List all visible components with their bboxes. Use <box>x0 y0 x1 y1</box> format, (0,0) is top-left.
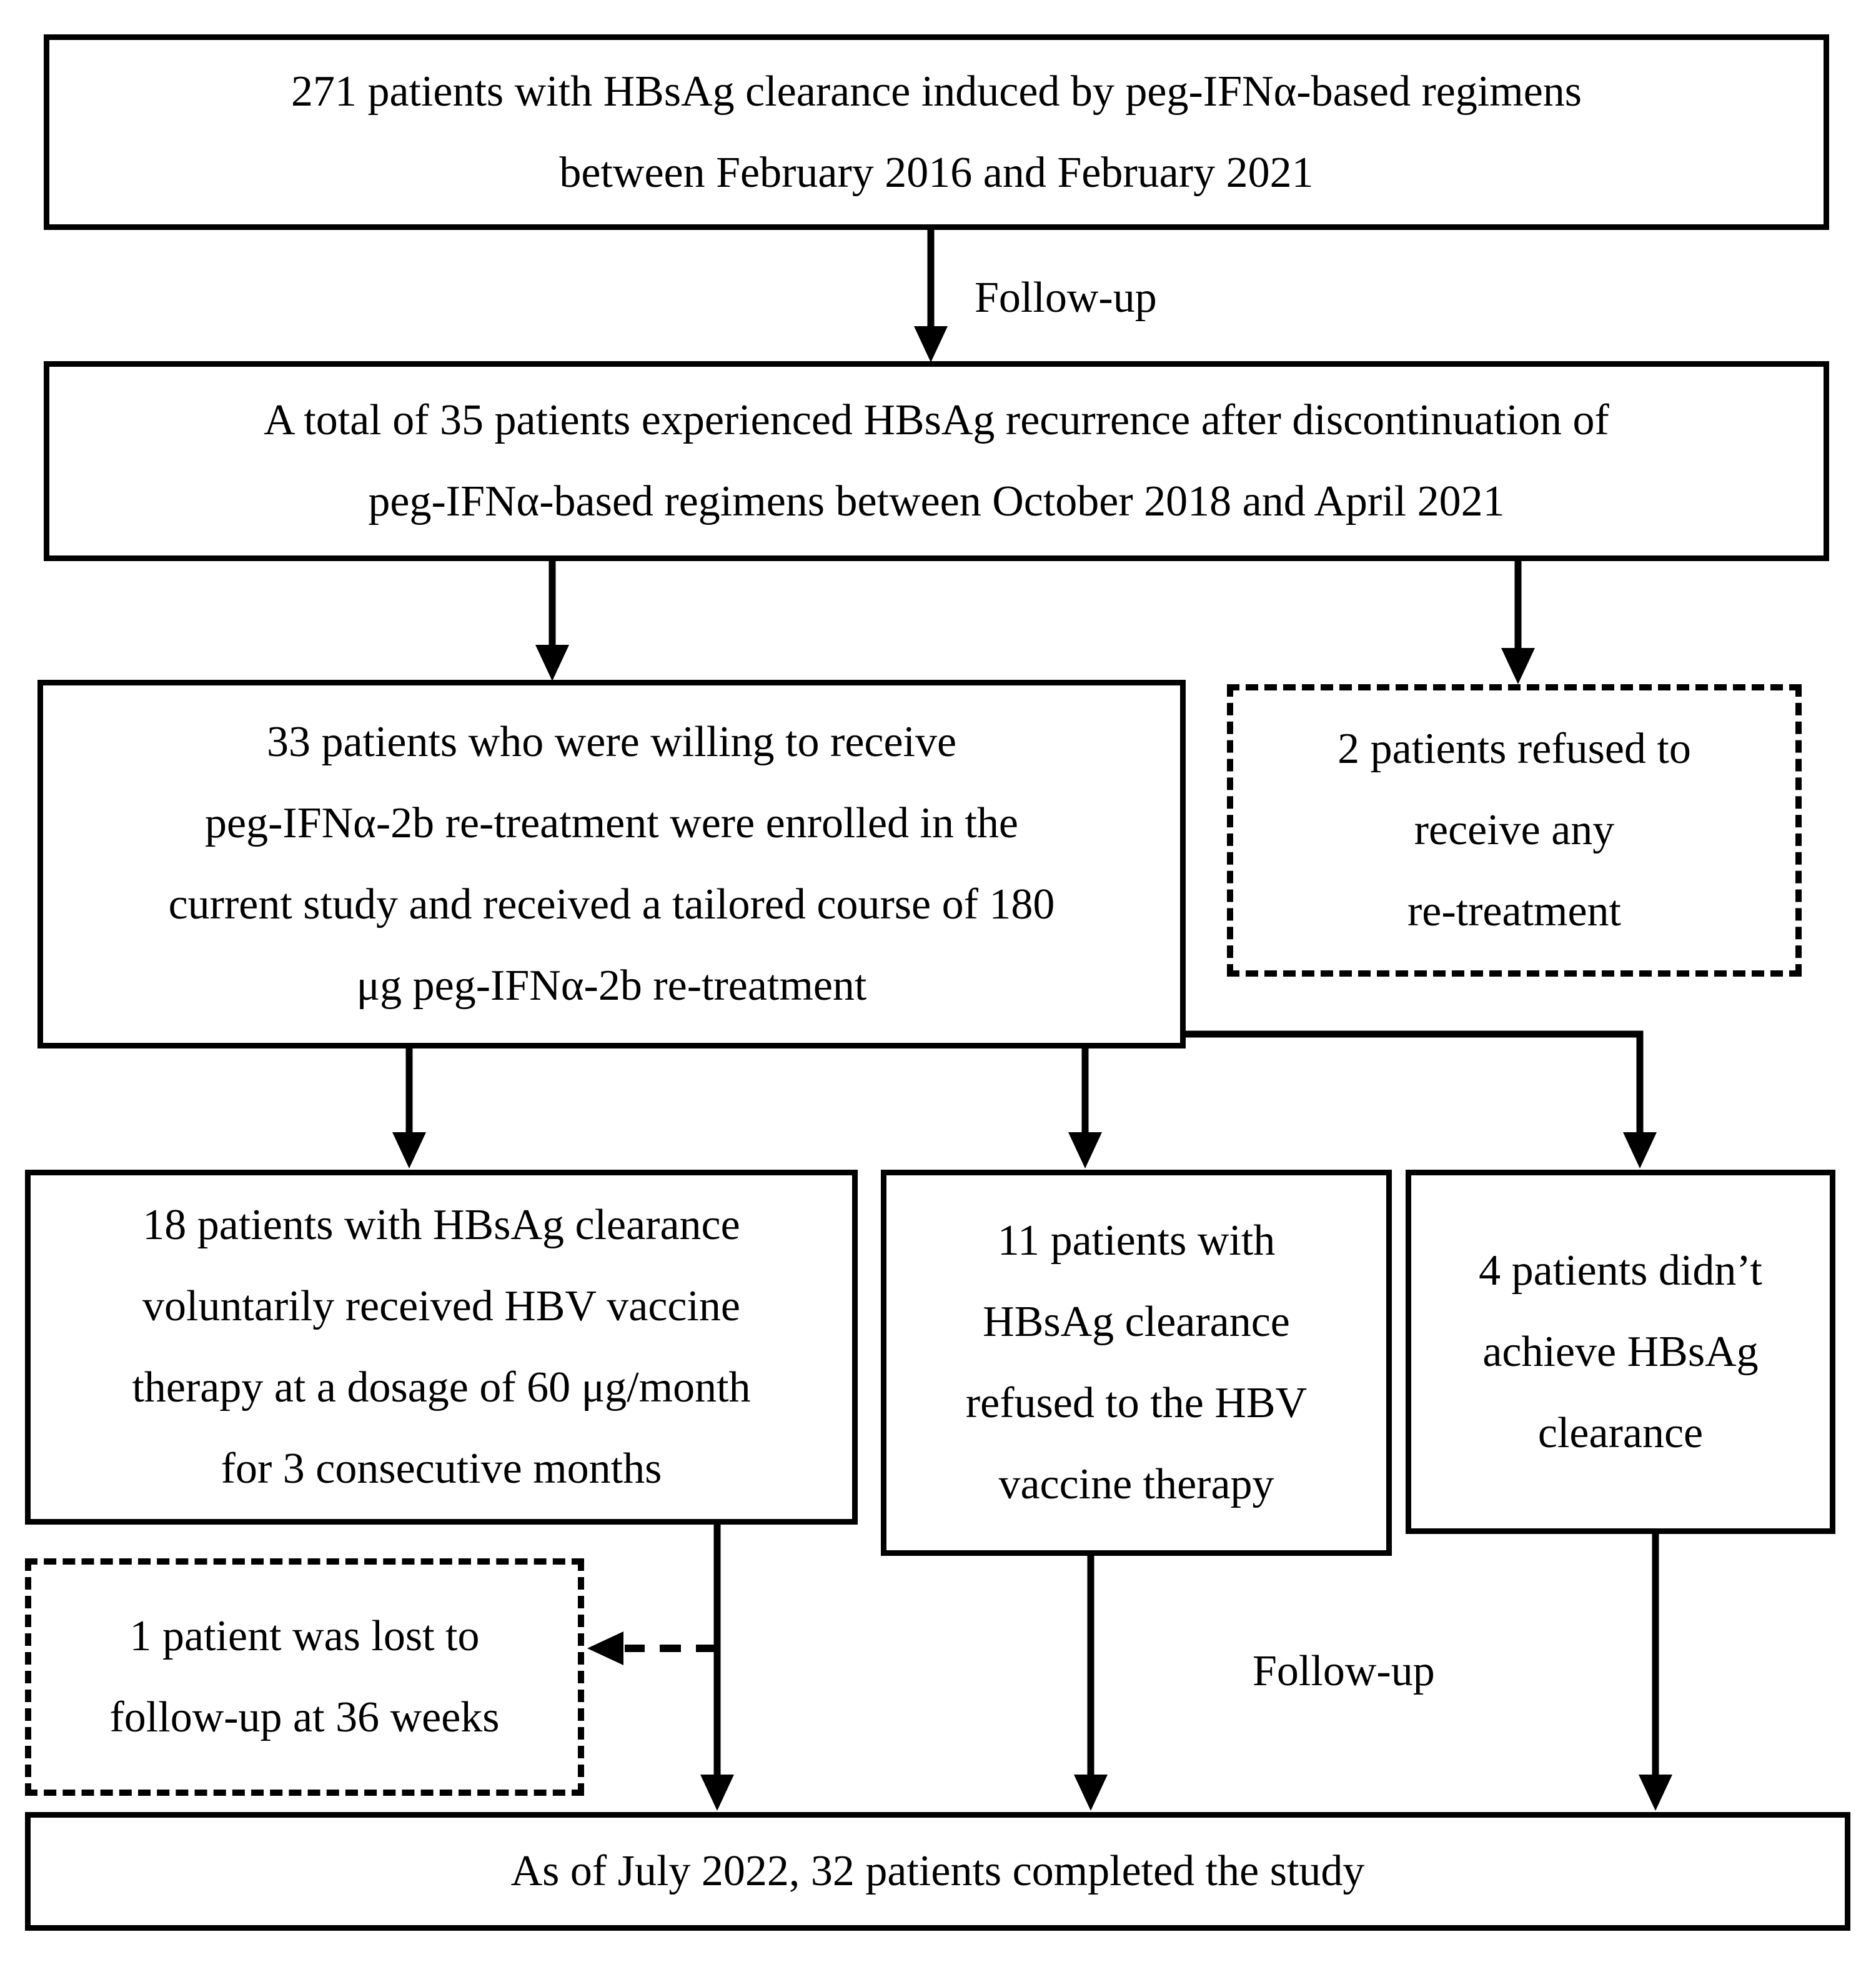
follow-up-label-bottom: Follow-up <box>1253 1647 1435 1695</box>
box-2-refused-retreatment: 2 patients refused to receive any re-tre… <box>1227 684 1802 977</box>
arrow-screened-to-recurrence <box>914 230 948 362</box>
box-text-line: 11 patients with <box>997 1217 1276 1265</box>
box-text-line: HBsAg clearance <box>983 1298 1290 1346</box>
box-text-line: voluntarily received HBV vaccine <box>142 1282 740 1330</box>
box-text-line: refused to the HBV <box>965 1379 1308 1427</box>
box-text-line: achieve HBsAg <box>1482 1327 1759 1376</box>
box-text-line: follow-up at 36 weeks <box>109 1693 500 1741</box>
box-35-hbsag-recurrence: A total of 35 patients experienced HBsAg… <box>44 361 1829 561</box>
follow-up-label-top: Follow-up <box>975 274 1157 322</box>
box-11-refused-vaccine: 11 patients with HBsAg clearance refused… <box>881 1170 1392 1556</box>
box-text-line: current study and received a tailored co… <box>168 880 1055 929</box>
box-text-line: μg peg-IFNα-2b re-treatment <box>356 962 867 1010</box>
arrow-vaccine-to-completed <box>700 1525 734 1811</box>
box-1-lost-to-followup: 1 patient was lost to follow-up at 36 we… <box>25 1558 584 1796</box>
arrow-no-clearance-to-completed <box>1639 1534 1672 1811</box>
box-4-no-clearance: 4 patients didn’t achieve HBsAg clearanc… <box>1406 1170 1835 1534</box>
box-32-completed-study: As of July 2022, 32 patients completed t… <box>25 1812 1850 1931</box>
box-text-line: receive any <box>1414 806 1615 854</box>
box-text-line: peg-IFNα-2b re-treatment were enrolled i… <box>205 799 1018 847</box>
box-text-line: 271 patients with HBsAg clearance induce… <box>290 67 1582 116</box>
box-33-enrolled-retreatment: 33 patients who were willing to receive … <box>37 680 1186 1048</box>
box-text-line: between February 2016 and February 2021 <box>559 148 1314 197</box>
box-text-line: peg-IFNα-based regimens between October … <box>368 477 1505 525</box>
box-text-line: 33 patients who were willing to receive <box>266 718 957 766</box>
arrow-refused-vaccine-to-completed <box>1074 1556 1108 1811</box>
box-271-hbsag-clearance: 271 patients with HBsAg clearance induce… <box>44 34 1829 230</box>
box-text-line: 18 patients with HBsAg clearance <box>142 1201 740 1249</box>
box-text-line: re-treatment <box>1407 887 1621 935</box>
box-text-line: vaccine therapy <box>998 1460 1274 1508</box>
box-text-line: for 3 consecutive months <box>221 1445 662 1493</box>
box-text-line: 1 patient was lost to <box>129 1612 480 1660</box>
box-text-line: 4 patients didn’t <box>1479 1246 1762 1295</box>
arrow-enrolled-to-no-clearance <box>1183 1030 1657 1168</box>
arrow-dashed-to-lost-followup <box>587 1631 717 1665</box>
arrow-recurrence-to-refused-retreatment <box>1501 561 1535 684</box>
arrow-recurrence-to-enrolled <box>535 561 569 681</box>
box-text-line: As of July 2022, 32 patients completed t… <box>510 1847 1365 1895</box>
arrow-enrolled-to-refused-vaccine <box>1068 1048 1102 1168</box>
box-text-line: A total of 35 patients experienced HBsAg… <box>264 396 1609 444</box>
box-text-line: therapy at a dosage of 60 μg/month <box>132 1363 751 1412</box>
arrow-enrolled-to-vaccine <box>392 1048 426 1168</box>
box-text-line: clearance <box>1537 1408 1704 1457</box>
box-18-hbv-vaccine: 18 patients with HBsAg clearance volunta… <box>25 1170 858 1525</box>
box-text-line: 2 patients refused to <box>1338 725 1691 773</box>
